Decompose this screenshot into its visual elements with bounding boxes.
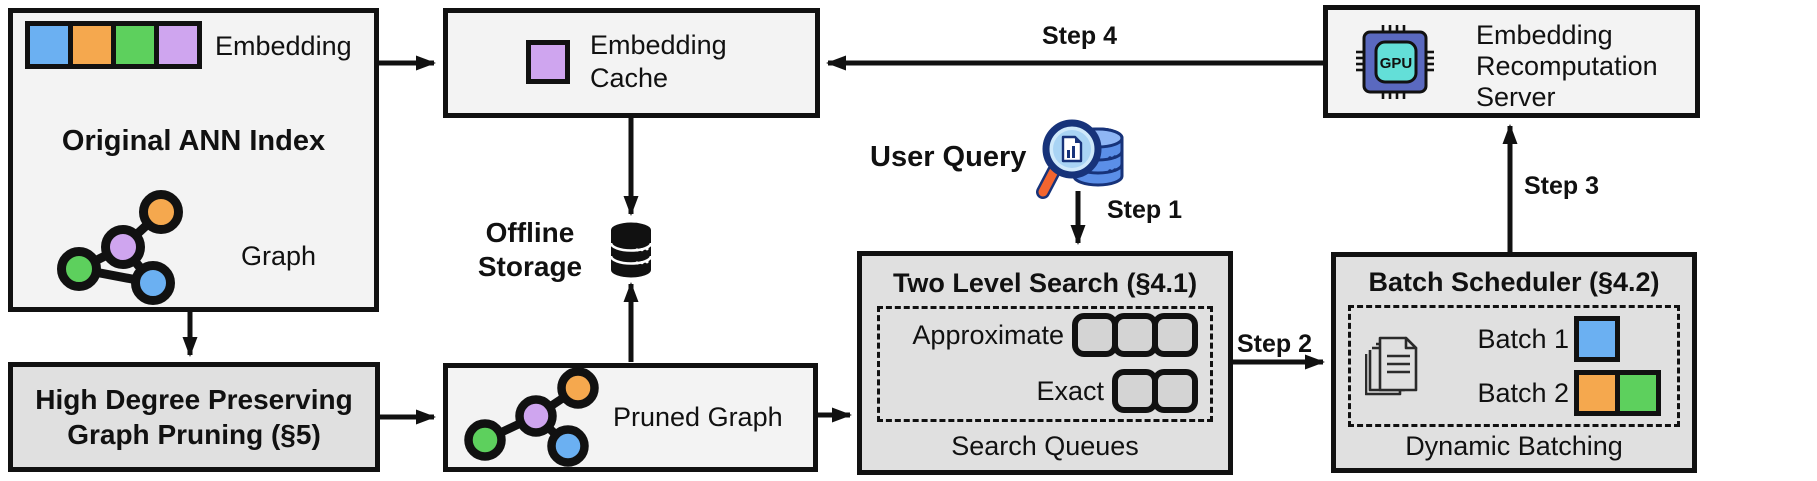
pruned-graph-icon: [464, 367, 599, 467]
embedding-cache-label: Embedding Cache: [590, 30, 727, 93]
batch2-row: Batch 2: [1451, 370, 1661, 416]
step4-label: Step 4: [1042, 22, 1118, 50]
approximate-queue-row: Approximate: [912, 313, 1198, 357]
dynamic-batching-panel: Batch 1 Batch 2: [1348, 305, 1680, 427]
pruned-graph-box: Pruned Graph: [443, 363, 818, 472]
queue-slot-icon: [1152, 313, 1198, 357]
original-ann-index-title: Original ANN Index: [61, 125, 326, 157]
batch2-item-green: [1615, 370, 1661, 416]
batch1-row: Batch 1: [1451, 316, 1620, 362]
search-queues-label: Search Queues: [951, 431, 1139, 461]
high-degree-pruning-label: High Degree Preserving Graph Pruning (§5…: [35, 384, 353, 450]
batch2-label: Batch 2: [1477, 377, 1569, 408]
embedding-cell-green: [111, 21, 159, 69]
search-queues-panel: Approximate Exact: [877, 306, 1213, 422]
batch1-label: Batch 1: [1477, 323, 1569, 354]
embedding-cache-box: Embedding Cache: [443, 8, 820, 118]
recomputation-server-box: GPU Embedding Recomputation Server: [1323, 5, 1700, 118]
embedding-vector-icon: [25, 21, 202, 69]
step1-label: Step 1: [1107, 196, 1183, 224]
step2-label: Step 2: [1237, 330, 1313, 358]
gpu-chip-icon: GPU: [1356, 25, 1434, 99]
two-level-search-box: Two Level Search (§4.1) Approximate Exac…: [857, 251, 1233, 475]
documents-icon: [1365, 336, 1418, 396]
pruned-graph-label: Pruned Graph: [613, 402, 783, 432]
gpu-chip-text: GPU: [1380, 55, 1413, 72]
embedding-cell-blue: [25, 21, 73, 69]
graph-icon: [57, 190, 183, 305]
batch-scheduler-box: Batch Scheduler (§4.2) Batch 1 Batch 2: [1331, 252, 1697, 473]
recomputation-server-label: Embedding Recomputation Server: [1476, 20, 1658, 112]
batch-scheduler-title: Batch Scheduler (§4.2): [1368, 267, 1660, 297]
user-query-label: User Query: [870, 141, 1027, 173]
approximate-label: Approximate: [912, 319, 1064, 350]
batch1-item-blue: [1574, 316, 1620, 362]
exact-label: Exact: [1036, 375, 1104, 406]
queue-slot-icon: [1152, 369, 1198, 413]
exact-queue-row: Exact: [1036, 369, 1198, 413]
user-query-icon: [1036, 119, 1124, 199]
step3-label: Step 3: [1524, 172, 1600, 200]
database-icon: [609, 222, 653, 278]
embedding-cell-purple: [154, 21, 202, 69]
queue-slot-icon: [1112, 369, 1158, 413]
dynamic-batching-label: Dynamic Batching: [1405, 431, 1623, 461]
embedding-cell-orange: [68, 21, 116, 69]
two-level-search-title: Two Level Search (§4.1): [892, 268, 1198, 298]
embedding-label: Embedding: [215, 31, 352, 61]
batch2-item-orange: [1574, 370, 1620, 416]
cached-embedding-icon: [526, 40, 570, 84]
offline-storage-label: Offline Storage: [477, 217, 583, 282]
high-degree-pruning-box: High Degree Preserving Graph Pruning (§5…: [8, 362, 380, 472]
graph-label: Graph: [241, 241, 317, 271]
queue-slot-icon: [1072, 313, 1118, 357]
original-ann-index-box: Embedding Original ANN Index Graph: [8, 8, 379, 312]
